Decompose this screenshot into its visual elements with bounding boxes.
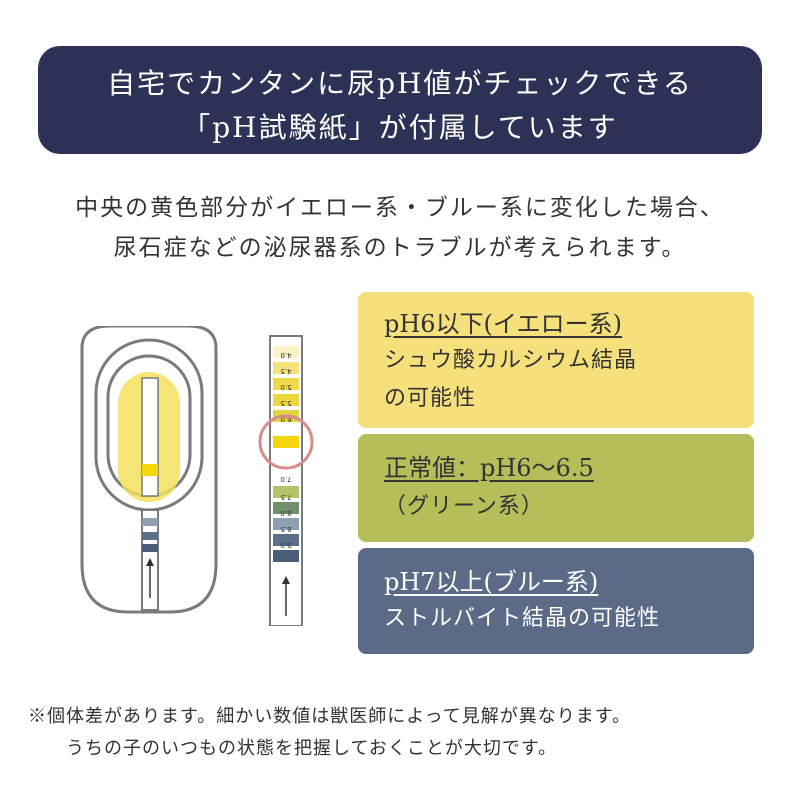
note-line-1: ※個体差があります。細かい数値は獣医師によって見解が異なります。 [28,706,631,727]
card-ph-low-desc-line-1: シュウ酸カルシウム結晶 [384,348,638,373]
strip-label: 4.0 [280,351,291,359]
card-ph-high-title: pH7以上(ブルー系) [384,568,599,596]
card-ph-low-desc: シュウ酸カルシウム結晶 の可能性 [384,342,637,418]
card-ph-low-desc-line-2: の可能性 [384,386,477,411]
banner-line-2: 「pH試験紙」が付属しています [182,111,618,144]
strip-label: 5.5 [280,399,291,407]
strip-label: 6.0 [280,415,291,423]
strip-label: 5.0 [280,383,291,391]
card-ph-high: pH7以上(ブルー系) ストルバイト結晶の可能性 [358,548,754,654]
strip-label: 7.5 [280,493,291,501]
note-line-2: うちの子のいつもの状態を把握しておくことが大切です。 [66,738,558,759]
strip-label: 4.5 [280,367,291,375]
banner-line-1: 自宅でカンタンに尿pH値がチェックできる [107,67,693,100]
card-ph-high-desc: ストルバイト結晶の可能性 [384,606,661,631]
card-ph-low-title: pH6以下(イエロー系) [384,310,623,338]
highlight-ring [258,414,314,470]
card-ph-normal: 正常値：pH6〜6.5 （グリーン系） [358,434,754,542]
card-ph-normal-desc: （グリーン系） [384,494,544,519]
intro-line-2: 尿石症などの泌尿器系のトラブルが考えられます。 [113,235,687,261]
strip-label: 9.0 [280,541,291,549]
strip-label: 8.0 [280,509,291,517]
card-ph-normal-title: 正常値：pH6〜6.5 [384,454,594,482]
ph-test-illustration: 4.0 4.5 5.0 5.5 6.0 7.0 7.5 8.0 8.5 9.0 [80,326,314,626]
test-stick [80,326,218,614]
strip-label: 7.0 [280,475,291,483]
header-banner: 自宅でカンタンに尿pH値がチェックできる 「pH試験紙」が付属しています [38,46,762,154]
strip-label: 8.5 [280,525,291,533]
card-ph-low: pH6以下(イエロー系) シュウ酸カルシウム結晶 の可能性 [358,292,754,428]
ph-strip: 4.0 4.5 5.0 5.5 6.0 7.0 7.5 8.0 8.5 9.0 [258,335,314,626]
intro-line-1: 中央の黄色部分がイエロー系・ブルー系に変化した場合、 [75,195,725,221]
